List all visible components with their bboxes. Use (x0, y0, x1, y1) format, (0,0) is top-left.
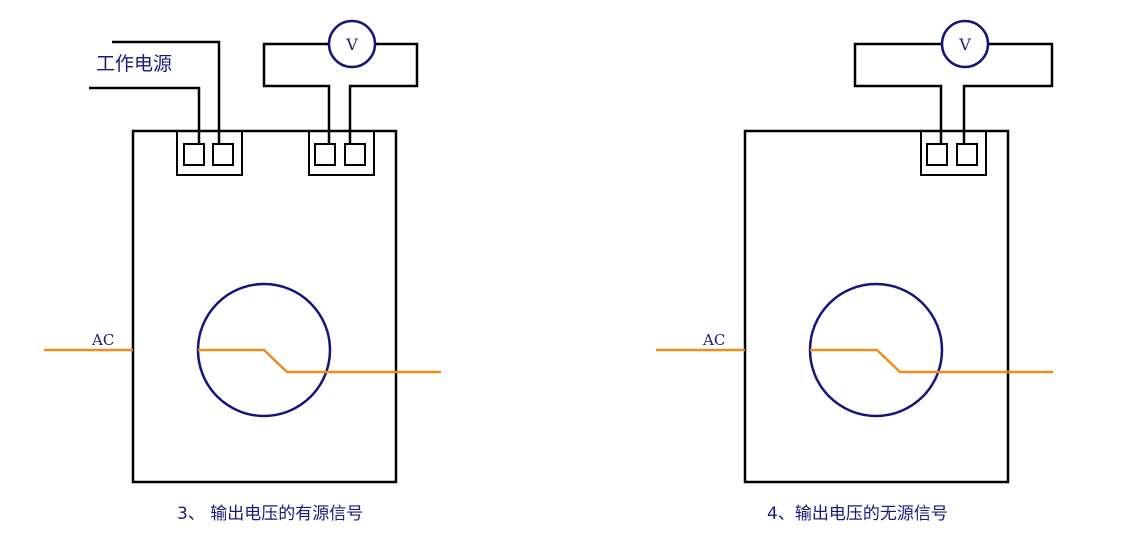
right-output-terminal-block (920, 130, 987, 176)
left-voltmeter-symbol: V (345, 35, 358, 54)
left-power-wire-upper (112, 40, 221, 144)
right-voltmeter-wire-right (962, 42, 1054, 144)
right-caption: 4、输出电压的无源信号 (767, 504, 948, 524)
right-output-terminal-2 (956, 143, 978, 166)
left-output-terminal-1 (314, 143, 336, 166)
left-power-label: 工作电源 (96, 53, 172, 75)
left-output-terminal-2 (344, 143, 366, 166)
left-ac-conductor-through (198, 348, 441, 374)
left-voltmeter-wire-right (348, 42, 419, 144)
right-voltmeter-wire-left (853, 42, 943, 144)
left-power-terminal-block (176, 130, 243, 176)
right-sensor-body (743, 129, 1010, 484)
left-power-wire-lower (89, 86, 201, 144)
left-sensor-body (131, 129, 398, 484)
left-output-terminal-block (308, 130, 375, 176)
left-caption: 3、 输出电压的有源信号 (177, 504, 363, 524)
left-power-terminal-2 (212, 143, 234, 166)
right-voltmeter-symbol: V (958, 35, 971, 54)
left-diagram: V 工作电源 AC 3、 输出电压的有源信号 (44, 19, 441, 524)
left-ac-label: AC (91, 331, 114, 349)
right-voltmeter-circle (940, 19, 990, 69)
right-ac-conductor-through (810, 348, 1053, 374)
left-voltmeter-circle (327, 19, 377, 69)
left-voltmeter-wire-left (262, 42, 331, 144)
right-output-terminal-1 (926, 143, 948, 166)
right-ac-label: AC (702, 331, 725, 349)
right-diagram: V AC 4、输出电压的无源信号 (656, 19, 1054, 524)
left-power-terminal-1 (183, 143, 205, 166)
